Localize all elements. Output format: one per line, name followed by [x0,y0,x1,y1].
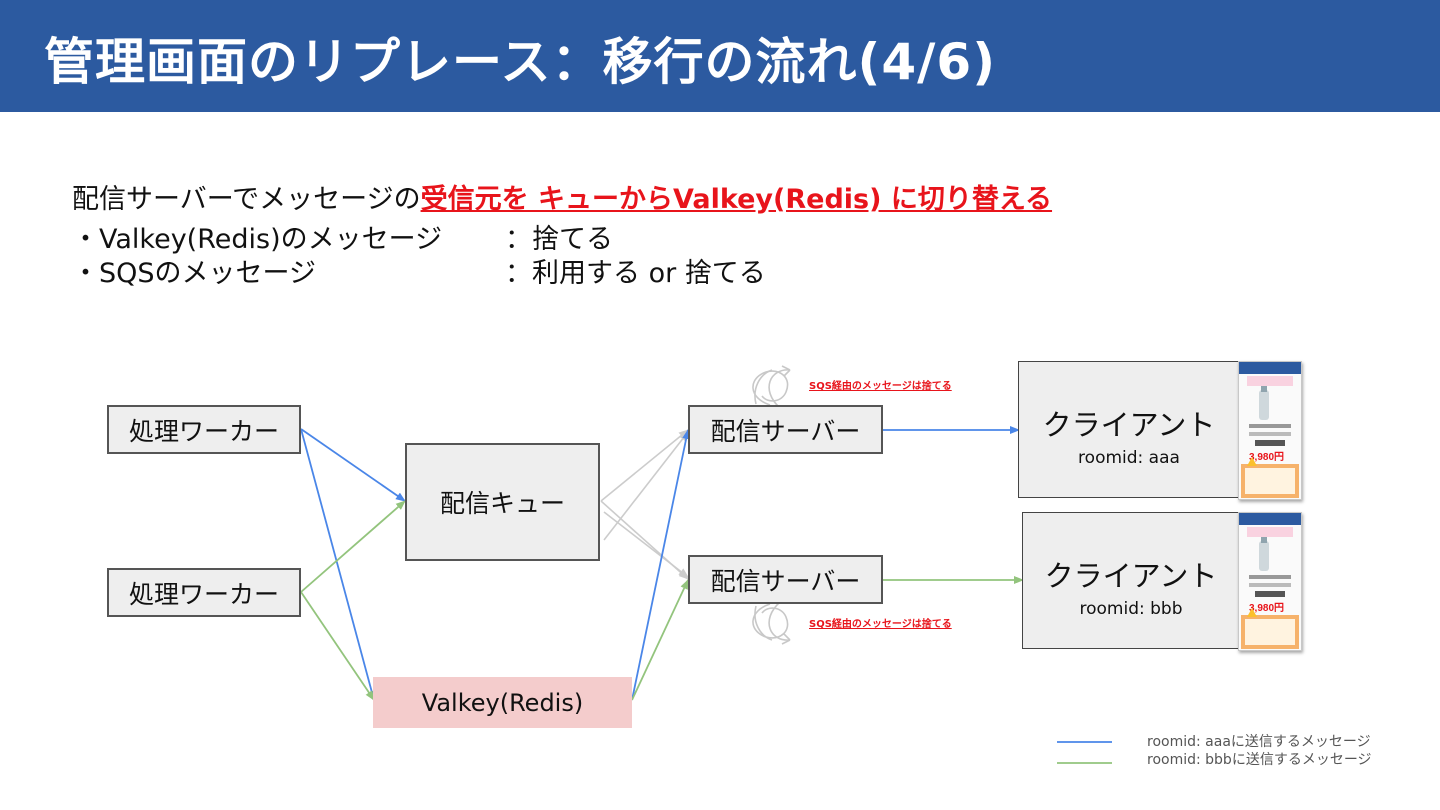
legend-label-aaa: roomid: aaaに送信するメッセージ [1147,734,1371,750]
client-title: クライアント [1044,559,1218,593]
ad-price: 3,980円 [1249,451,1284,463]
intro-lead: 配信サーバーでメッセージの [72,184,421,215]
discard-note-1: SQS経由のメッセージは捨てる [809,381,952,392]
sqs-flow-arrows [600,429,689,580]
client-screen-thumbnail: 3,980円 [1238,512,1302,651]
worker-box-1: 処理ワーカー [107,405,301,454]
bullet-sqs-label: ・SQSのメッセージ [72,258,316,289]
worker-box-2: 処理ワーカー [107,568,301,617]
queue-box: 配信キュー [405,443,600,561]
page-title: 管理画面のリプレース：移行の流れ(4/6) [44,33,997,91]
client-title: クライアント [1042,408,1216,442]
ad-preview-image: 3,980円 [1239,362,1301,498]
server-box-2: 配信サーバー [688,555,883,604]
discard-note-2: SQS経由のメッセージは捨てる [809,619,952,630]
discard-swirl-icon [752,601,791,645]
client-box-aaa: クライアント roomid: aaa [1018,361,1240,498]
bbb-flow-arrows [300,500,1024,701]
bullet-sqs-action: ：利用する or 捨てる [505,258,766,289]
client-room: roomid: aaa [1078,448,1180,468]
ad-price: 3,980円 [1249,602,1284,614]
server-box-1: 配信サーバー [688,405,883,454]
valkey-box: Valkey(Redis) [373,677,632,728]
bullet-valkey-action: ：捨てる [505,224,613,255]
client-box-bbb: クライアント roomid: bbb [1022,512,1240,649]
bullet-valkey-label: ・Valkey(Redis)のメッセージ [72,224,443,255]
ad-preview-image: 3,980円 [1239,513,1301,649]
client-screen-thumbnail: 3,980円 [1238,361,1302,500]
intro-line: 配信サーバーでメッセージの受信元を キューからValkey(Redis) に切り… [72,183,1052,217]
discard-swirl-icon [752,365,791,409]
title-bar: 管理画面のリプレース：移行の流れ(4/6) [0,0,1440,112]
client-room: roomid: bbb [1079,599,1183,619]
aaa-flow-arrows [300,426,1020,701]
intro-highlight: 受信元を キューからValkey(Redis) に切り替える [420,184,1053,215]
legend-label-bbb: roomid: bbbに送信するメッセージ [1147,752,1372,768]
